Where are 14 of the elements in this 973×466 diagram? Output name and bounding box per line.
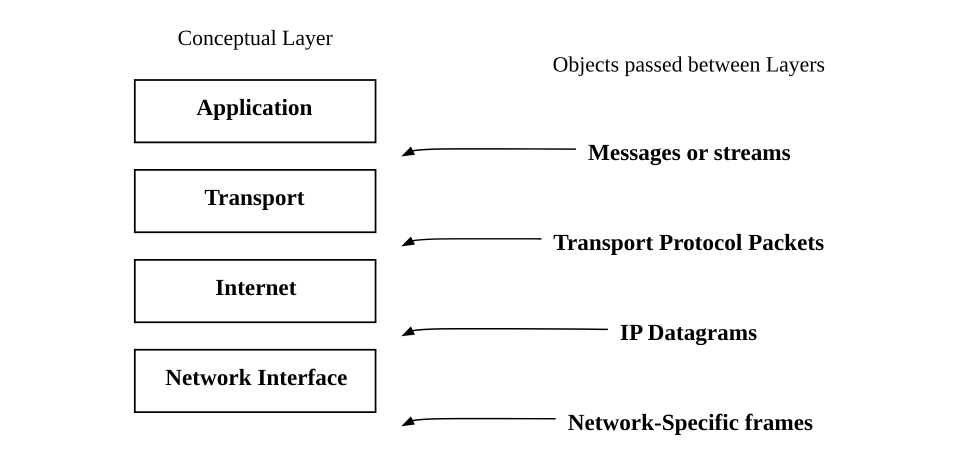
- label: Conceptual Layer: [178, 26, 333, 50]
- arrow: [401, 146, 576, 156]
- arrow: [401, 326, 608, 336]
- arrow: [401, 416, 556, 426]
- node-text: Transport Protocol Packets: [553, 230, 824, 256]
- label: Objects passed between Layers: [552, 52, 826, 76]
- node-box: Internet: [134, 258, 376, 324]
- node-text: Messages or streams: [588, 140, 791, 166]
- arrow: [401, 236, 542, 246]
- node-text: Network-Specific frames: [568, 410, 814, 436]
- node-box: Transport: [134, 169, 376, 234]
- node-box: Application: [134, 79, 376, 144]
- node-box: Network Interface: [134, 348, 376, 413]
- node-text: IP Datagrams: [620, 320, 758, 346]
